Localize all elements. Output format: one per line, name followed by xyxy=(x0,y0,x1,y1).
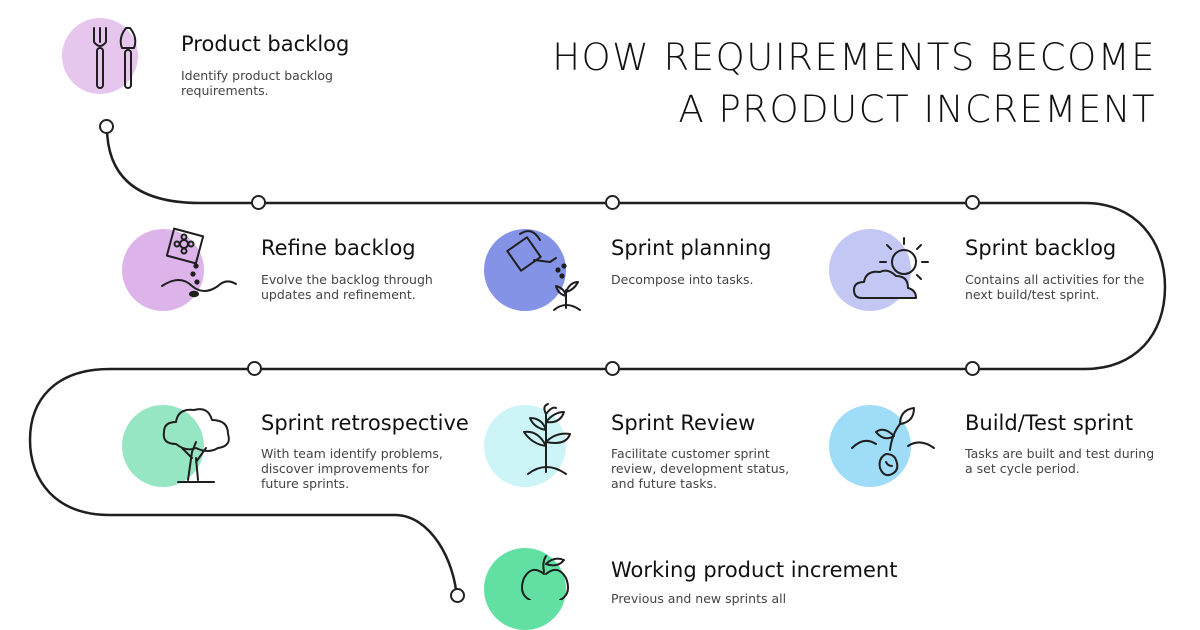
working-product-increment-desc: Previous and new sprints all xyxy=(611,591,787,606)
page-title: HOW REQUIREMENTS BECOME A PRODUCT INCREM… xyxy=(552,32,1156,136)
path-node xyxy=(965,195,980,210)
title-line-2: A PRODUCT INCREMENT xyxy=(678,88,1156,131)
sprint-review-desc: Facilitate customer sprint review, devel… xyxy=(611,446,790,491)
tree-icon xyxy=(162,408,230,483)
sprint-backlog-title: Sprint backlog xyxy=(965,236,1117,260)
sprint-planning-desc: Decompose into tasks. xyxy=(611,272,754,287)
sprint-review-title: Sprint Review xyxy=(611,411,756,435)
working-product-increment-title: Working product increment xyxy=(611,558,898,582)
sprint-review-circle xyxy=(484,405,566,487)
product-backlog-title: Product backlog xyxy=(181,32,350,56)
path-node xyxy=(450,588,465,603)
sprint-retrospective-circle xyxy=(122,405,204,487)
path-node xyxy=(251,195,266,210)
sprint-backlog-desc: Contains all activities for the next bui… xyxy=(965,272,1145,302)
build-test-sprint-circle xyxy=(829,405,911,487)
roadmap-line xyxy=(28,126,1167,600)
path-node xyxy=(605,195,620,210)
young-plant-icon xyxy=(523,403,571,475)
sprint-retrospective-desc: With team identify problems, discover im… xyxy=(261,446,443,491)
path-node xyxy=(605,361,620,376)
title-line-1: HOW REQUIREMENTS BECOME xyxy=(552,36,1156,79)
build-test-sprint-desc: Tasks are built and test during a set cy… xyxy=(965,446,1155,476)
sprouting-seed-icon xyxy=(851,407,935,477)
watering-can-icon xyxy=(506,230,581,311)
seed-packet-icon xyxy=(161,227,237,298)
sprint-planning-title: Sprint planning xyxy=(611,236,772,260)
apple-icon xyxy=(521,555,569,600)
sprint-retrospective-title: Sprint retrospective xyxy=(261,411,469,435)
sprint-planning-circle xyxy=(484,229,566,311)
refine-backlog-title: Refine backlog xyxy=(261,236,416,260)
product-backlog-desc: Identify product backlog requirements. xyxy=(181,68,333,98)
garden-tools-icon xyxy=(93,27,137,89)
roadmap-path xyxy=(28,126,1167,600)
path-node xyxy=(965,361,980,376)
path-node xyxy=(99,119,114,134)
refine-backlog-desc: Evolve the backlog through updates and r… xyxy=(261,272,433,302)
refine-backlog-circle xyxy=(122,229,204,311)
path-node xyxy=(247,361,262,376)
build-test-sprint-title: Build/Test sprint xyxy=(965,411,1134,435)
sun-cloud-icon xyxy=(853,237,929,299)
